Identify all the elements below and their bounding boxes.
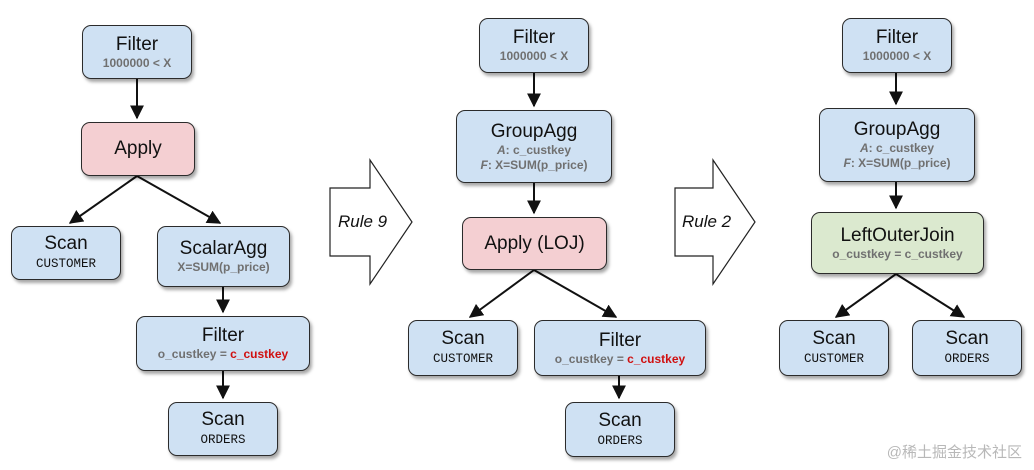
scan-table-name: ORDERS <box>944 352 990 366</box>
filter-title: Filter <box>512 27 556 48</box>
group-keys-label: A <box>496 142 506 157</box>
rule-9-label: Rule 9 <box>338 212 388 231</box>
groupagg-title: GroupAgg <box>490 120 578 142</box>
scan-title: Scan <box>441 328 485 349</box>
filter-node-3: Filter 1000000 < X <box>842 18 952 73</box>
edge-apply-scan-customer-2 <box>468 269 535 318</box>
filter-node-1: Filter 1000000 < X <box>82 25 192 79</box>
groupagg-group-keys: A: c_custkey <box>497 143 571 158</box>
scan-orders-node-2: Scan ORDERS <box>565 402 675 457</box>
filter-condition: 1000000 < X <box>499 49 569 63</box>
groupagg-node-2: GroupAgg A: c_custkey F: X=SUM(p_price) <box>456 110 612 183</box>
edge-apply-scalaragg-1 <box>136 175 222 224</box>
scalaragg-expression: X=SUM(p_price) <box>177 260 270 274</box>
filter-join-node-2: Filter o_custkey = c_custkey <box>534 320 706 376</box>
function-label: F <box>843 156 851 170</box>
apply-loj-node-2: Apply (LOJ) <box>462 217 607 270</box>
scan-customer-node-3: Scan CUSTOMER <box>779 320 889 376</box>
filter-condition: o_custkey = c_custkey <box>555 352 685 367</box>
edge-loj-scan-customer-3 <box>834 273 897 318</box>
groupagg-function: F: X=SUM(p_price) <box>480 158 587 173</box>
scan-table-name: CUSTOMER <box>35 257 96 271</box>
leftouterjoin-node-3: LeftOuterJoin o_custkey = c_custkey <box>811 212 984 274</box>
apply-title: Apply <box>114 138 162 159</box>
groupagg-title: GroupAgg <box>853 119 941 140</box>
scan-title: Scan <box>201 409 245 430</box>
filter-node-2: Filter 1000000 < X <box>479 18 589 73</box>
group-keys-value: : c_custkey <box>868 141 935 155</box>
condition-highlight: c_custkey <box>627 351 686 366</box>
scalaragg-title: ScalarAgg <box>179 238 268 259</box>
filter-join-node-1: Filter o_custkey = c_custkey <box>136 316 310 371</box>
watermark: @稀土掘金技术社区 <box>886 444 1022 461</box>
rule-9-arrow <box>329 158 413 286</box>
filter-condition: 1000000 < X <box>102 55 172 70</box>
function-value: : X=SUM(p_price) <box>850 156 951 170</box>
group-keys-value: : c_custkey <box>505 142 572 157</box>
scan-table-name: ORDERS <box>200 433 246 447</box>
rule-2-label: Rule 2 <box>682 212 732 231</box>
apply-loj-title: Apply (LOJ) <box>484 232 585 254</box>
apply-node-1: Apply <box>81 122 195 176</box>
condition-prefix: o_custkey = <box>157 347 231 361</box>
groupagg-group-keys: A: c_custkey <box>860 141 934 156</box>
scalaragg-node-1: ScalarAgg X=SUM(p_price) <box>157 226 290 287</box>
filter-title: Filter <box>115 33 159 55</box>
filter-condition: o_custkey = c_custkey <box>158 347 288 362</box>
leftouterjoin-condition: o_custkey = c_custkey <box>832 246 963 261</box>
scan-title: Scan <box>598 409 642 431</box>
condition-highlight: c_custkey <box>230 347 289 361</box>
function-label: F <box>480 157 488 172</box>
filter-title: Filter <box>875 27 919 48</box>
leftouterjoin-title: LeftOuterJoin <box>840 224 955 246</box>
scan-table-name: CUSTOMER <box>803 352 864 366</box>
scan-title: Scan <box>812 328 856 349</box>
scan-customer-node-1: Scan CUSTOMER <box>11 226 121 280</box>
group-keys-label: A <box>859 141 869 155</box>
scan-table-name: CUSTOMER <box>432 352 493 366</box>
groupagg-function: F: X=SUM(p_price) <box>843 156 950 171</box>
filter-title: Filter <box>598 329 642 351</box>
scan-title: Scan <box>945 328 989 349</box>
scan-orders-node-3: Scan ORDERS <box>912 320 1022 376</box>
scan-title: Scan <box>44 233 88 254</box>
groupagg-node-3: GroupAgg A: c_custkey F: X=SUM(p_price) <box>819 108 975 182</box>
scan-table-name: ORDERS <box>597 433 643 448</box>
edge-loj-scan-orders-3 <box>895 273 966 318</box>
edge-apply-scan-customer-1 <box>68 175 138 224</box>
scan-orders-node-1: Scan ORDERS <box>168 402 278 456</box>
filter-title: Filter <box>201 325 245 346</box>
filter-condition: 1000000 < X <box>862 49 932 63</box>
rule-2-arrow <box>674 158 756 286</box>
function-value: : X=SUM(p_price) <box>487 157 588 172</box>
edge-apply-filter-2 <box>533 269 618 318</box>
condition-prefix: o_custkey = <box>554 351 628 366</box>
scan-customer-node-2: Scan CUSTOMER <box>408 320 518 376</box>
